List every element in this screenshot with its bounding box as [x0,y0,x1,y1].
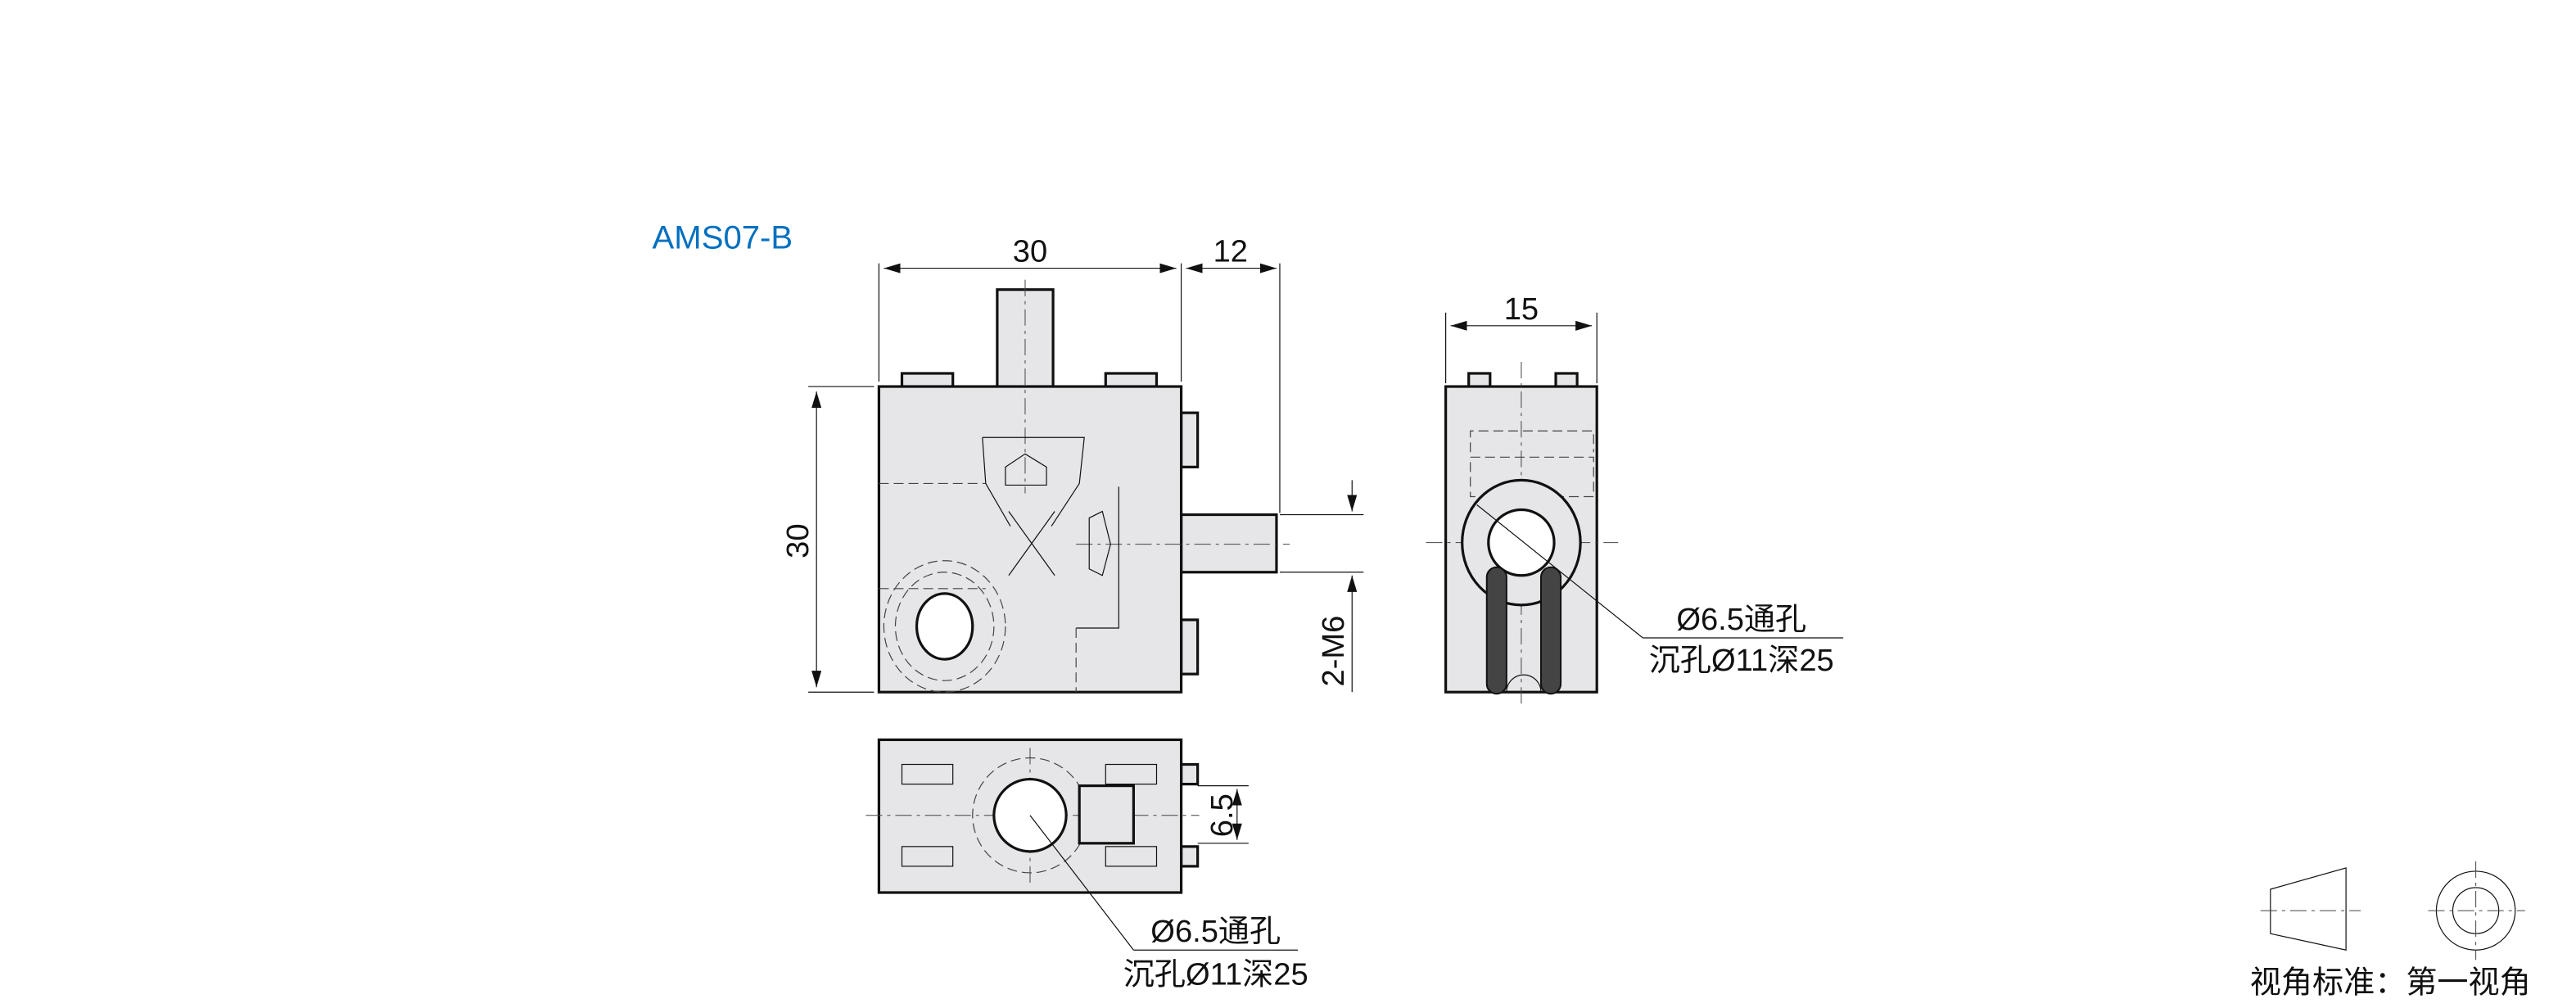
stud-length-dim-12: 12 [1213,234,1248,269]
model-label: AMS07-B [653,219,793,256]
bottom-hole-note-line1: Ø6.5通孔 [1150,914,1281,949]
bottom-hole-note-line2: 沉孔Ø11深25 [1123,956,1308,992]
width-dim-15: 15 [1504,292,1539,327]
side-view: 15 Ø6.5通孔 沉孔Ø11深25 [1426,292,1844,707]
side-hole-note-line1: Ø6.5通孔 [1676,602,1806,637]
width-dim-30: 30 [1013,234,1047,269]
side-hole-note-line2: 沉孔Ø11深25 [1649,643,1834,678]
slot-dim-6-5: 6.5 [1204,793,1240,837]
projection-symbol: 视角标准：第一视角 [2250,861,2531,1000]
thread-note-2-m6: 2-M6 [1316,616,1351,687]
front-view: 30 12 30 2-M6 [780,234,1364,694]
projection-label: 视角标准：第一视角 [2250,965,2531,1000]
height-dim-30: 30 [780,523,816,558]
bottom-view: 6.5 Ø6.5通孔 沉孔Ø11深25 [865,738,1308,992]
